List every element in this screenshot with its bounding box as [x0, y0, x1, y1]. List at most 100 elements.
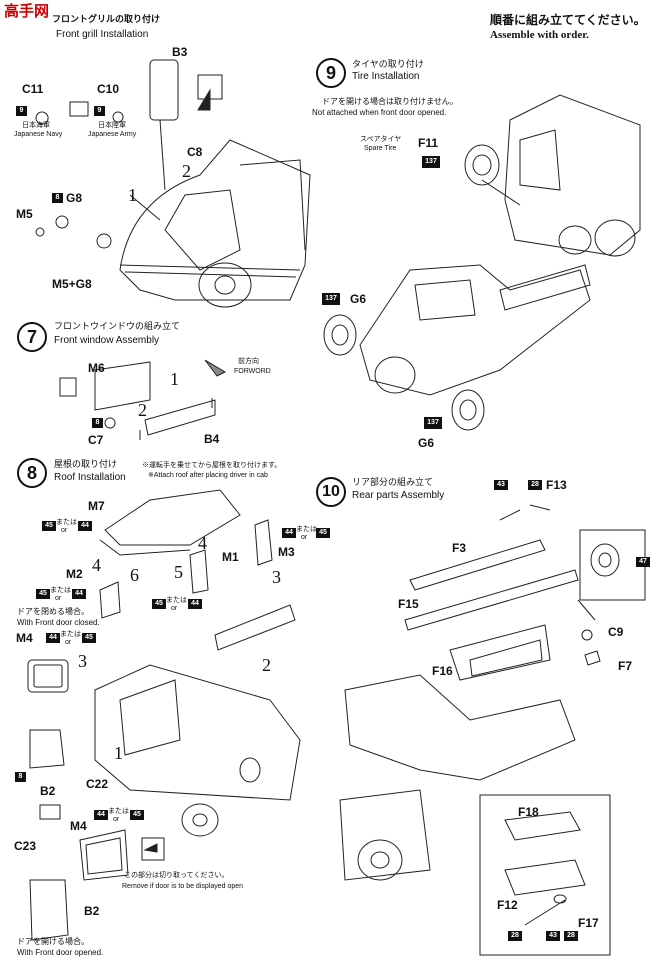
army-jp: 日本陸軍 [98, 122, 126, 129]
part-m2: M2 [66, 567, 83, 581]
part-f17: F17 [578, 916, 599, 930]
step8-note-jp: ※運転手を乗せてから屋根を取り付けます。 [142, 462, 282, 469]
box-44-b: 44 [282, 528, 296, 538]
part-f3: F3 [452, 541, 467, 555]
part-c8: C8 [187, 145, 203, 159]
step7-title-en: Front window Assembly [54, 335, 160, 346]
step7-sub-2: 2 [138, 400, 147, 420]
step9-title-en: Tire Installation [352, 71, 420, 82]
step8-sub-3b: 3 [78, 651, 87, 671]
box-c7: 8 [92, 418, 103, 428]
or-jp-b: または [296, 526, 317, 533]
part-c22: C22 [86, 777, 109, 791]
part-c11: C11 [22, 82, 44, 96]
box-28-b: 28 [508, 931, 522, 941]
part-f18: F18 [518, 805, 539, 819]
forward-en: FORWORD [234, 368, 271, 375]
window-assembly-drawing [59, 359, 227, 440]
remove-note-en: Remove if door is to be displayed open [122, 883, 244, 890]
step8-sub-1: 1 [114, 743, 123, 763]
box-45-c: 45 [36, 589, 50, 599]
part-c10: C10 [97, 82, 120, 96]
or-en-f: or [113, 816, 120, 823]
step8-title-jp: 屋根の取り付け [54, 459, 118, 469]
box-43-a: 43 [494, 480, 508, 490]
door-closed-jp: ドアを閉める場合。 [17, 607, 89, 616]
part-c7: C7 [88, 433, 104, 447]
box-g8: 8 [52, 193, 63, 203]
box-45-b: 45 [316, 528, 330, 538]
part-f12: F12 [497, 898, 518, 912]
step9-note-jp: ドアを開ける場合は取り付けません。 [322, 97, 458, 106]
order-instruction-jp: 順番に組み立ててください。 [490, 13, 646, 27]
truck-upper-right-drawing [464, 94, 641, 257]
chassis-lower-right-drawing [323, 264, 591, 431]
box-44-a: 44 [78, 521, 92, 531]
part-m4-a: M4 [16, 631, 33, 645]
step8-title-en: Roof Installation [54, 472, 126, 483]
box-43-b: 43 [546, 931, 560, 941]
remove-note-jp: この部分は切り取ってください。 [124, 872, 229, 879]
box-44-f: 44 [94, 810, 108, 820]
forward-jp: 前方向 [238, 358, 259, 365]
or-en-d: or [171, 605, 178, 612]
step10-title-en: Rear parts Assembly [352, 490, 445, 501]
step6-sub-2: 2 [182, 161, 191, 181]
box-137-c: 137 [424, 417, 442, 429]
or-jp-e: または [60, 631, 81, 638]
watermark: 高手网 [4, 3, 50, 20]
or-en-c: or [55, 595, 62, 602]
or-en-a: or [61, 527, 68, 534]
step6-sub-1: 1 [128, 185, 137, 205]
step8-sub-2: 2 [262, 655, 271, 675]
box-45-a: 45 [42, 521, 56, 531]
step7-sub-1: 1 [170, 369, 179, 389]
navy-en: Japanese Navy [14, 131, 63, 138]
step7-title-jp: フロントウインドウの組み立て [54, 321, 181, 331]
part-b4: B4 [204, 432, 220, 446]
step8-sub-3: 3 [272, 567, 281, 587]
step8-sub-4b: 4 [92, 555, 101, 575]
door-opened-jp: ドアを開ける場合。 [17, 937, 89, 946]
spare-tire-en: Spare Tire [364, 145, 397, 152]
part-c23: C23 [14, 839, 37, 853]
navy-jp: 日本海軍 [22, 122, 50, 129]
part-g6-b: G6 [418, 436, 435, 450]
box-137-b: 137 [322, 293, 340, 305]
part-f16: F16 [432, 664, 453, 678]
box-28-a: 28 [528, 480, 542, 490]
box-45-e: 45 [82, 633, 96, 643]
door-closed-en: With Front door closed. [17, 618, 100, 627]
box-44-d: 44 [188, 599, 202, 609]
part-m7: M7 [88, 499, 105, 513]
part-m4-b: M4 [70, 819, 87, 833]
part-c9: C9 [608, 625, 624, 639]
part-f15: F15 [398, 597, 419, 611]
part-f13: F13 [546, 478, 567, 492]
part-b2-a: B2 [40, 784, 56, 798]
step9-number: 9 [316, 58, 346, 88]
part-m3: M3 [278, 545, 295, 559]
box-8-b2: 8 [15, 772, 26, 782]
door-opened-en: With Front door opened. [17, 948, 104, 957]
or-jp-c: または [50, 587, 71, 594]
rear-assembly-drawing [339, 504, 646, 956]
box-47: 47 [636, 557, 650, 567]
step8-sub-5: 5 [174, 562, 183, 582]
part-f11: F11 [418, 136, 439, 150]
part-g6-a: G6 [350, 292, 367, 306]
truck-front-drawing [35, 59, 311, 308]
part-m5: M5 [16, 207, 33, 221]
part-b3: B3 [172, 45, 188, 59]
box-44-c: 44 [72, 589, 86, 599]
spare-tire-jp: スペアタイヤ [360, 136, 402, 143]
roof-installation-drawing [27, 489, 301, 941]
box-45-d: 45 [152, 599, 166, 609]
step10-number: 10 [316, 477, 346, 507]
or-jp-d: または [166, 597, 187, 604]
step7-number: 7 [17, 322, 47, 352]
part-g8: G8 [66, 191, 83, 205]
box-c10: 9 [94, 106, 105, 116]
step6-title-en: Front grill Installation [56, 29, 149, 40]
step10-title-jp: リア部分の組み立て [352, 477, 434, 487]
